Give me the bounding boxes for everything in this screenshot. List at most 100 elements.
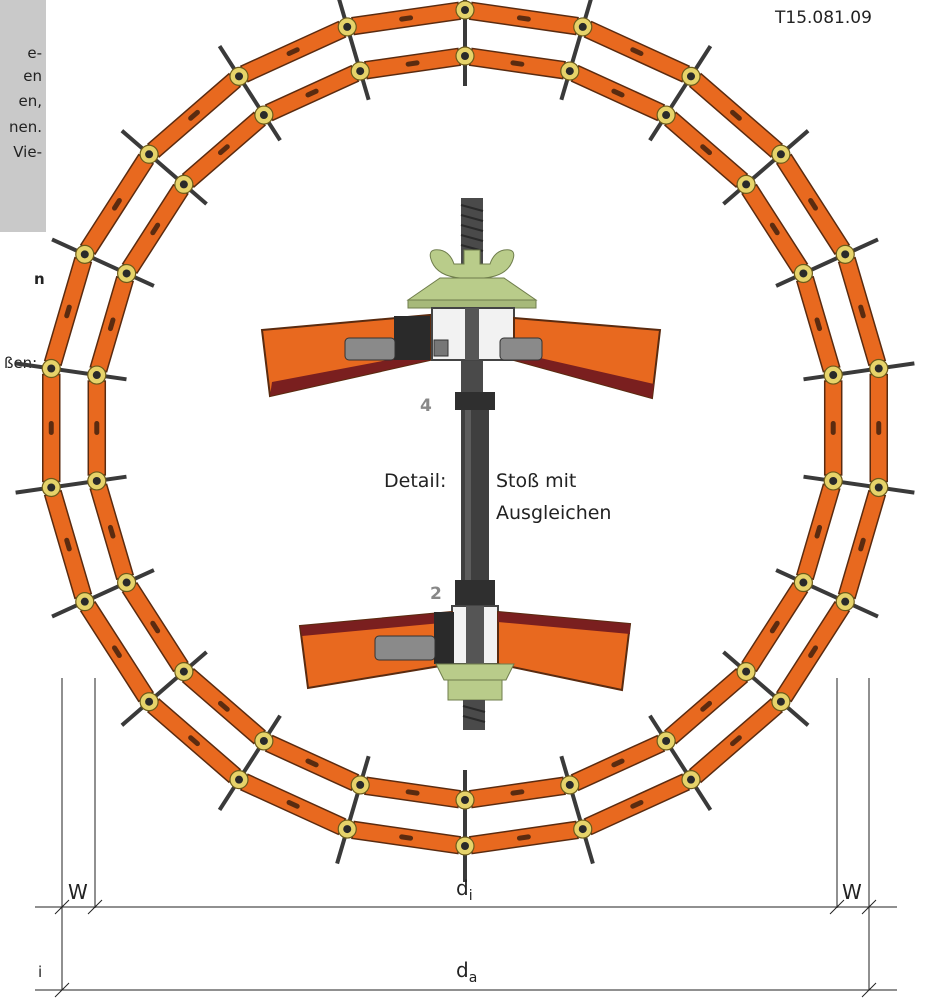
beam-slot	[64, 537, 72, 552]
clamp-bolt	[686, 72, 695, 81]
beam-slot	[107, 524, 116, 539]
clamp-bolt	[343, 825, 352, 834]
beam-slot	[814, 317, 823, 332]
clamp-bolt	[343, 22, 352, 31]
beam-slot	[516, 834, 531, 841]
beam-slot	[630, 47, 644, 57]
tie-rod	[15, 361, 127, 382]
clamp-bolt	[356, 67, 365, 76]
tie-rod	[559, 755, 595, 865]
left-text-fragment: n	[34, 270, 45, 288]
tie-rod	[775, 568, 879, 619]
clamp-bolt	[686, 775, 695, 784]
beam-slot	[858, 537, 866, 552]
clamp-bolt	[47, 364, 56, 373]
beam-slot	[769, 222, 780, 236]
clamp-bolt	[578, 825, 587, 834]
clamp-bolt	[461, 52, 469, 60]
side-note-line: e-	[27, 44, 42, 62]
beam-slot	[510, 789, 525, 796]
beam-slot	[286, 47, 300, 57]
beam-slot	[516, 15, 531, 22]
side-note-line: nen.	[8, 118, 42, 136]
beam-slot	[150, 222, 161, 236]
ring-formwork	[15, 0, 915, 882]
clamp-bolt	[874, 483, 883, 492]
clamp-bolt	[80, 250, 89, 259]
beam-slot	[808, 198, 818, 211]
clamp-bolt	[461, 6, 469, 14]
beam-slot	[305, 758, 319, 768]
side-note-line: en	[23, 67, 42, 85]
beam-slot	[876, 421, 882, 435]
clamp-bolt	[578, 22, 587, 31]
clamp-bolt	[776, 150, 785, 159]
clamp-bolt	[742, 180, 751, 189]
detail-caption-line2: Ausgleichen	[496, 502, 612, 524]
dimension-lines	[35, 678, 897, 998]
tie-rod	[722, 129, 810, 206]
beam-slot	[611, 88, 625, 98]
beam-slot	[611, 758, 625, 768]
side-note-panel: e- en en, nen. Vie-	[0, 0, 46, 232]
tie-rod	[51, 237, 155, 288]
beam-slot	[48, 421, 54, 435]
beam-slot	[730, 109, 742, 121]
side-note-line: en,	[18, 92, 42, 110]
document-id: T15.081.09	[775, 8, 872, 28]
beam-slot	[700, 700, 713, 712]
clamp-bolt	[145, 697, 154, 706]
side-note-line: Vie-	[13, 143, 42, 161]
clamp-bolt	[259, 111, 268, 120]
clamp-bolt	[776, 697, 785, 706]
tie-rod	[648, 714, 713, 812]
tie-rod	[120, 129, 208, 206]
tie-rod	[217, 714, 282, 812]
clamp-bolt	[461, 796, 469, 804]
clamp-bolt	[179, 667, 188, 676]
clamp-bolt	[179, 180, 188, 189]
tie-rod	[803, 474, 915, 495]
beam-slot	[730, 735, 742, 747]
tie-rod	[217, 44, 282, 142]
clamp-bolt	[259, 736, 268, 745]
detail-joint	[260, 198, 662, 730]
beam-slot	[150, 620, 161, 634]
beam-slot	[700, 144, 713, 156]
dim-w-left: W	[68, 880, 88, 904]
clamp-bolt	[235, 72, 244, 81]
clamp-bolt	[565, 67, 574, 76]
left-text-fragment: i	[38, 963, 43, 981]
beam-slot	[814, 524, 823, 539]
beam-slot	[286, 799, 300, 809]
detail-caption-line1: Stoß mit	[496, 470, 577, 492]
clamp-bolt	[841, 597, 850, 606]
clamp-bolt	[92, 371, 101, 380]
clamp-bolt	[92, 476, 101, 485]
clamp-bolt	[841, 250, 850, 259]
beam-slot	[188, 109, 200, 121]
clamp-bolt	[662, 111, 671, 120]
tie-rod	[775, 237, 879, 288]
tie-rod	[803, 361, 915, 382]
detail-label: Detail:	[384, 470, 447, 492]
clamp-bolt	[799, 269, 808, 278]
clamp-bolt	[122, 578, 131, 587]
tie-rod	[648, 44, 713, 142]
beam-slot	[217, 144, 230, 156]
tie-rod	[15, 474, 127, 495]
part-number-2: 2	[430, 584, 442, 604]
beam-slot	[217, 700, 230, 712]
beam-slot	[112, 198, 122, 211]
tie-rod	[335, 755, 371, 865]
beam-slot	[830, 421, 836, 435]
beam-slot	[399, 15, 414, 22]
clamp-bolt	[799, 578, 808, 587]
beam-slot	[405, 789, 420, 796]
tie-rod	[722, 650, 810, 727]
dim-outer-diameter: da	[456, 958, 478, 986]
clamp-bolt	[47, 483, 56, 492]
dim-w-right: W	[842, 880, 862, 904]
clamp-bolt	[122, 269, 131, 278]
